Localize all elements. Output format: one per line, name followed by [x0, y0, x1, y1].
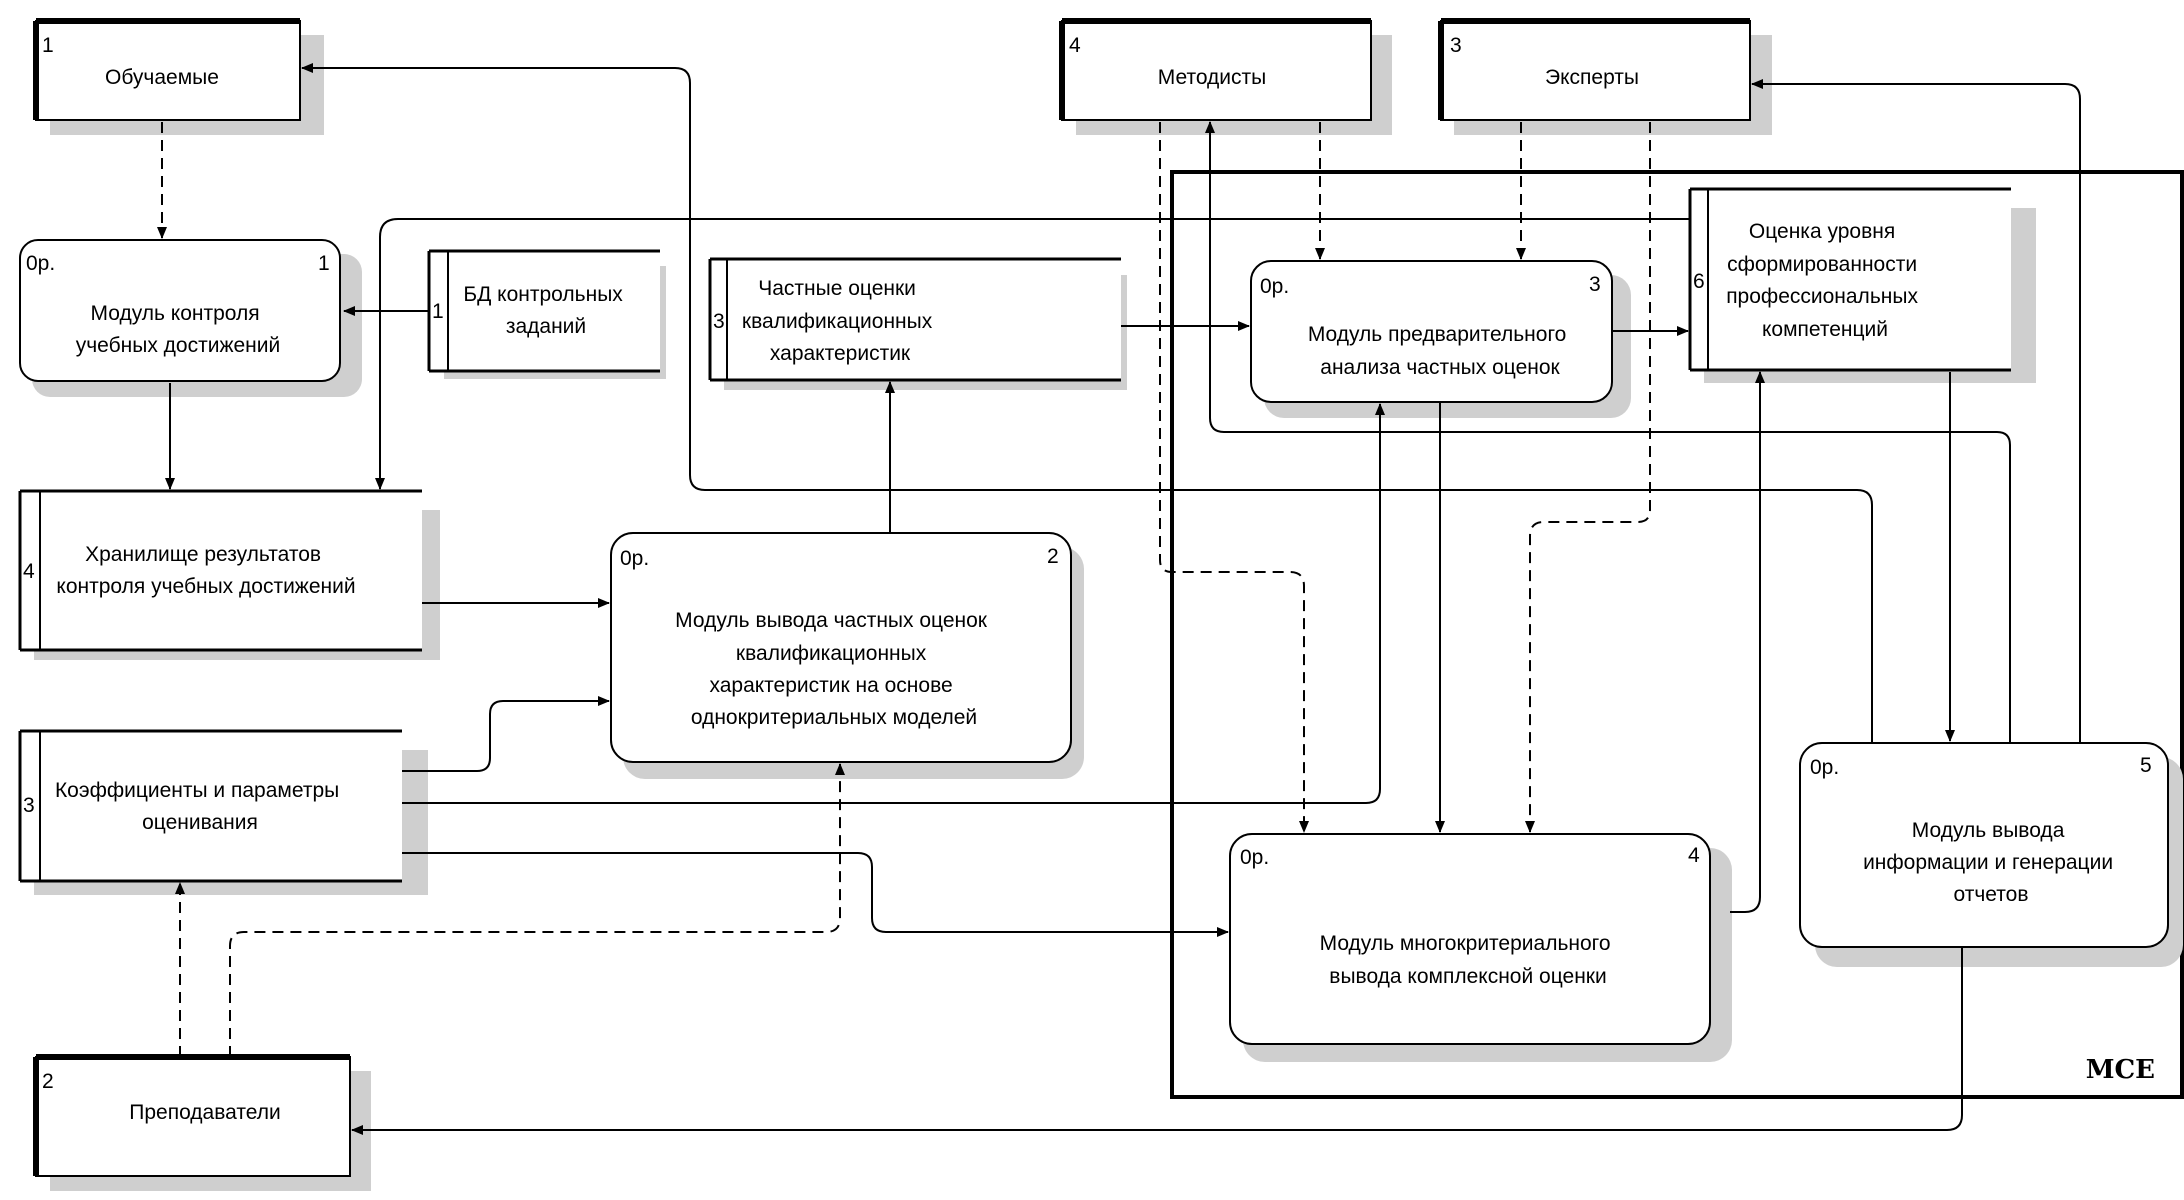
data-flows: [157, 63, 2081, 1135]
process-title: Модуль контроля учебных достижений: [76, 302, 281, 357]
flow-metodisty-to-p4: [1159, 122, 1309, 833]
process-prefix: 0р.: [620, 547, 649, 570]
process-number: 3: [1589, 273, 1601, 296]
process-prefix: 0р.: [26, 252, 55, 275]
store-number: 3: [713, 310, 725, 333]
external-metodisty[interactable]: 4 Методисты: [1059, 18, 1392, 135]
mce-label: MCE: [2086, 1055, 2155, 1085]
external-number: 1: [42, 34, 54, 57]
process-3[interactable]: 0р. 3 Модуль предварительного анализа ча…: [1250, 260, 1631, 418]
flow-p4-to-store6: [1730, 371, 1765, 913]
process-title: Модуль вывода частных оценок квалификаци…: [675, 609, 993, 729]
flow-p5-to-metodisty: [1205, 121, 2011, 743]
store-number: 6: [1693, 270, 1705, 293]
store-label: Оценка уровня сформированности профессио…: [1726, 220, 1924, 341]
flow-prepodavateli-to-p2: [229, 763, 845, 1057]
process-4[interactable]: 0р. 4 Модуль многокритериального вывода …: [1229, 833, 1732, 1062]
flow-store3-to-p4: [402, 852, 1229, 937]
external-number: 2: [42, 1070, 54, 1093]
store-3[interactable]: 3 Коэффициенты и параметры оценивания: [18, 729, 428, 895]
store-1[interactable]: 1 БД контрольных заданий: [427, 249, 666, 379]
process-prefix: 0р.: [1810, 756, 1839, 779]
store-label: Коэффициенты и параметры оценивания: [55, 779, 345, 834]
flow-p5-to-prepodavateli: [351, 947, 1963, 1135]
mce-boundary: [1170, 170, 2184, 1099]
process-prefix: 0р.: [1240, 846, 1269, 869]
process-2[interactable]: 0р. 2 Модуль вывода частных оценок квали…: [610, 532, 1084, 779]
process-number: 5: [2140, 754, 2152, 777]
flow-eksperty-to-p4: [1525, 122, 1651, 833]
store-label: Хранилище результатов контроля учебных д…: [56, 543, 355, 598]
process-number: 4: [1688, 844, 1700, 867]
store-number: 4: [23, 560, 35, 583]
store-number: 1: [432, 300, 444, 323]
flow-p5-to-eksperty: [1751, 79, 2081, 743]
process-number: 2: [1047, 545, 1059, 568]
external-eksperty[interactable]: 3 Эксперты: [1438, 18, 1772, 135]
process-title: Модуль предварительного анализа частных …: [1308, 323, 1572, 379]
flow-store3-to-p3: [402, 403, 1385, 804]
store-number: 3: [23, 794, 35, 817]
process-number: 1: [318, 252, 330, 275]
external-number: 3: [1450, 34, 1462, 57]
external-obuchaemye[interactable]: 1 Обучаемые: [33, 18, 324, 135]
store-5[interactable]: 3 Частные оценки квалификационных характ…: [708, 257, 1127, 390]
flow-store6-to-store4: [375, 218, 1690, 490]
external-label: Методисты: [1158, 66, 1267, 89]
store-4[interactable]: 4 Хранилище результатов контроля учебных…: [18, 489, 440, 660]
external-label: Обучаемые: [105, 66, 219, 89]
external-label: Преподаватели: [129, 1101, 280, 1124]
external-number: 4: [1069, 34, 1081, 57]
external-label: Эксперты: [1545, 66, 1639, 89]
store-label: Частные оценки квалификационных характер…: [742, 277, 938, 365]
external-prepodavateli[interactable]: 2 Преподаватели: [33, 1054, 371, 1191]
process-prefix: 0р.: [1260, 275, 1289, 298]
process-5[interactable]: 0р. 5 Модуль вывода информации и генерац…: [1799, 742, 2183, 967]
process-title: Модуль многокритериального вывода компле…: [1320, 932, 1617, 988]
store-label: БД контрольных заданий: [463, 283, 628, 338]
store-6[interactable]: 6 Оценка уровня сформированности професс…: [1688, 187, 2036, 383]
process-title: Модуль вывода информации и генерации отч…: [1863, 819, 2119, 906]
flow-store3-to-p2: [402, 696, 610, 772]
flow-p5-to-obuchaemye: [301, 63, 1873, 743]
process-1[interactable]: 0р. 1 Модуль контроля учебных достижений: [19, 239, 362, 397]
